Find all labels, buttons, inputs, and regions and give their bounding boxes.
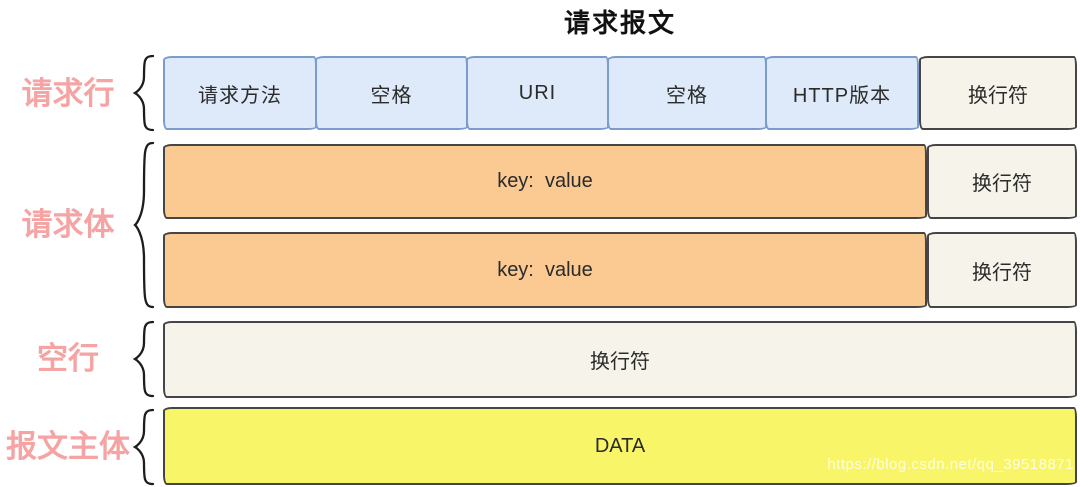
diagram-title: 请求报文 (563, 8, 676, 38)
cell-uri: URI (466, 56, 609, 130)
empty-line-row: 换行符 (163, 321, 1077, 398)
body-row: DATA (163, 407, 1077, 485)
curly-brace-icon (132, 320, 155, 398)
cell-newline-2: 换行符 (927, 144, 1077, 219)
section-label-request-line: 请求行 (21, 76, 115, 111)
watermark: https://blog.csdn.net/qq_39518871 (827, 456, 1074, 473)
header-row-1: key: value 换行符 (163, 144, 1077, 219)
section-label-empty-line: 空行 (37, 341, 99, 376)
section-label-message-body: 报文主体 (6, 429, 130, 464)
section-label-request-headers: 请求体 (21, 207, 115, 242)
cell-key-value-1: key: value (163, 144, 927, 219)
cell-newline-empty: 换行符 (163, 321, 1077, 398)
cell-space-2: 空格 (607, 56, 767, 130)
cell-data: DATA (163, 407, 1077, 485)
cell-request-method: 请求方法 (163, 56, 317, 130)
cell-newline-1: 换行符 (919, 56, 1077, 130)
curly-brace-icon (132, 54, 155, 132)
cell-key-value-2: key: value (163, 232, 927, 308)
cell-http-version: HTTP版本 (765, 56, 919, 130)
request-line-row: 请求方法 空格 URI 空格 HTTP版本 换行符 (163, 56, 1077, 130)
cell-space-1: 空格 (315, 56, 468, 130)
curly-brace-icon (133, 141, 155, 309)
cell-newline-3: 换行符 (927, 232, 1077, 308)
curly-brace-icon (132, 408, 155, 486)
header-row-2: key: value 换行符 (163, 232, 1077, 308)
